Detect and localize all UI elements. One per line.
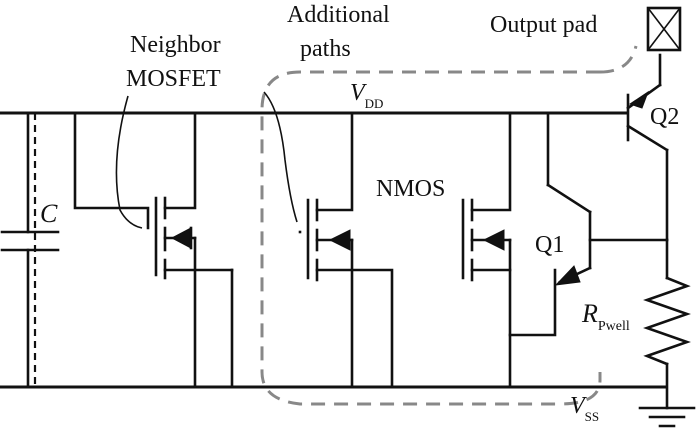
additional-pointer <box>263 91 298 223</box>
vss-label: VSS <box>570 393 599 424</box>
additional-mosfet <box>230 111 394 389</box>
output-pad-label: Output pad <box>490 12 597 38</box>
capacitor-c <box>0 111 60 389</box>
additional-paths-loop <box>260 45 638 406</box>
r-pwell-resistor <box>643 238 691 410</box>
vdd-label: VDD <box>350 80 383 111</box>
ground-symbol <box>638 406 696 428</box>
neighbor-label-1: Neighbor <box>130 32 221 58</box>
neighbor-label-2: MOSFET <box>126 66 221 92</box>
neighbor-mosfet <box>73 111 234 389</box>
q2-label: Q2 <box>650 104 679 130</box>
capacitor-label: C <box>40 199 58 228</box>
additional-label-1: Additional <box>287 2 390 28</box>
output-pad <box>646 6 682 52</box>
q1-label: Q1 <box>535 232 564 258</box>
nmos-transistor <box>461 111 557 389</box>
q1-transistor <box>546 111 669 286</box>
additional-label-2: paths <box>300 36 351 62</box>
r-pwell-label: RPwell <box>581 299 630 334</box>
nmos-label: NMOS <box>376 176 445 202</box>
neighbor-pointer <box>115 95 143 229</box>
q2-transistor <box>626 53 669 242</box>
